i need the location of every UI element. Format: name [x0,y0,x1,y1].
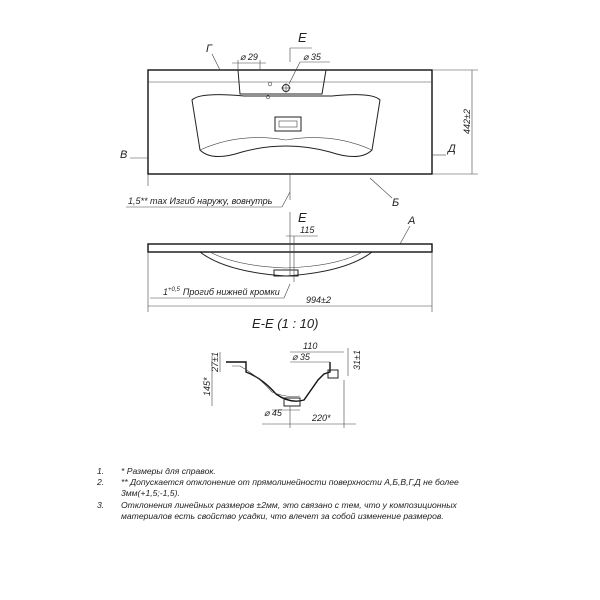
section-drain [283,397,301,407]
label-g: Г [206,43,213,55]
dim-110: 110 [303,341,317,351]
top-view-outline [147,69,433,175]
section-label-e-front: Е [298,210,307,225]
front-drain [273,269,299,277]
note-3-num: 3. [97,500,104,510]
dim-31: 31±1 [352,350,362,370]
note-1-num: 1. [97,466,104,476]
dim-hole-29: ⌀ 29 [240,52,258,62]
mount-hole-left [267,81,273,87]
basin-outline [191,94,381,157]
label-a-leader [399,225,411,245]
dim-height-442: 442±2 [462,109,472,134]
faucet-deck [237,69,327,95]
front-bowl-inner [209,251,363,269]
note-2-line-2: 3мм(+1,5;-1,5). [121,488,180,498]
section-profile-inner [232,365,301,397]
dim-35: ⌀ 35 [292,352,311,362]
note-3-line-1: Отклонения линейных размеров ±2мм, это с… [121,500,458,510]
dim-220: 220* [311,413,331,423]
note-2-num: 2. [96,477,104,487]
dim-width-994: 994±2 [306,295,331,305]
note-3-line-2: материалов есть свойство усадки, что вле… [121,511,444,521]
deflection-leader [283,283,291,299]
note-2-line-1: ** Допускается отклонение от прямолинейн… [121,477,459,487]
label-g-leader [211,53,221,71]
section-profile [226,361,331,402]
note-1-line-1: * Размеры для справок. [121,466,216,476]
bend-note-leader [281,191,291,208]
front-bowl [199,251,373,277]
dim-27: 27±1 [210,352,220,373]
section-overflow-tube [327,369,339,379]
section-view: Е-Е (1 : 10) 110 ⌀ 35 27±1 145* 31±1 ⌀ 4… [202,316,362,428]
dim-115: 115 [300,225,315,235]
bend-note: 1,5** max Изгиб наружу, вовнутрь [128,196,273,206]
section-label-e-top: Е [298,30,307,45]
dim-hole-35: ⌀ 35 [303,52,322,62]
label-a: А [407,215,415,227]
overflow-slot [274,116,302,132]
section-title: Е-Е (1 : 10) [252,316,318,331]
overflow-slot-inner [278,120,298,128]
label-v: В [120,149,127,161]
label-b: Б [392,197,399,209]
dim35-leader [288,61,301,85]
label-b-leader [369,177,393,199]
label-d: Д [446,143,456,155]
mount-hole-2 [265,94,271,100]
dim-45: ⌀ 45 [264,408,283,418]
basin-inner-curve [199,137,373,151]
notes: 1. * Размеры для справок. 2. ** Допускае… [96,466,459,521]
top-view: ⌀ 29 ⌀ 35 Е Г В Д 442±2 1,5** max Изгиб … [120,30,478,209]
dim-145: 145* [202,377,212,396]
